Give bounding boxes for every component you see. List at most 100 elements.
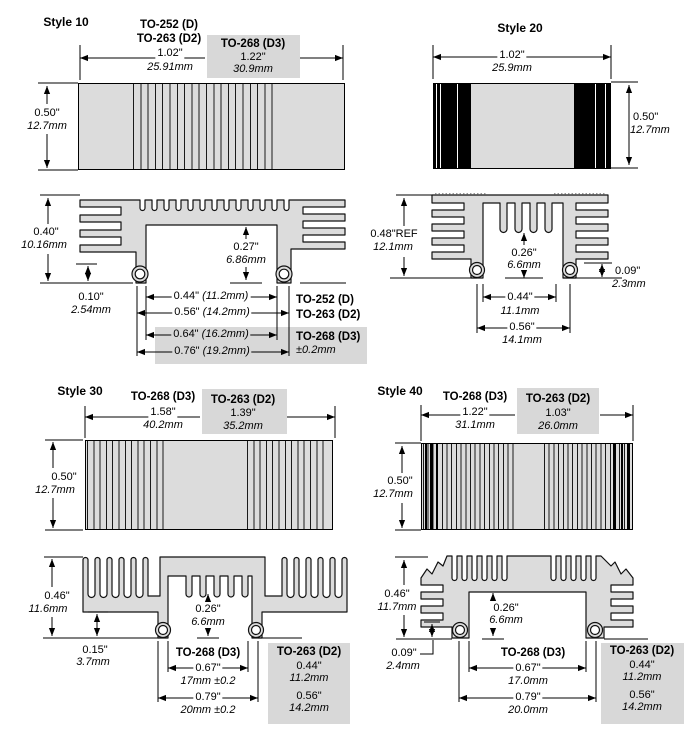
s10-front-pkga-label-1: TO-252 (D) [296, 294, 354, 306]
s10-dim1-mm: (11.2mm) [202, 290, 249, 302]
s20-left-black-band [434, 84, 471, 168]
s40-height-in: 0.50" [387, 475, 413, 487]
s10-front-height-mm: 10.16mm [21, 239, 67, 251]
s30-cavity-mm: 6.6mm [191, 616, 225, 628]
s40-top-view [421, 443, 633, 530]
s10-pkgb-highlight-box [207, 35, 300, 78]
s30-dim1-in: 0.67" [193, 662, 223, 675]
s30-front-pkga-label: TO-268 (D3) [175, 647, 241, 659]
s10-tab-in: 0.10" [78, 291, 104, 303]
s10-width-a-in: 1.02" [155, 47, 185, 60]
s30-title: Style 30 [57, 384, 103, 398]
s40-box-dim2-mm: 14.2mm [622, 701, 662, 713]
s10-profile-shape [79, 199, 346, 284]
s10-dim4-in: 0.76" [174, 345, 200, 357]
s40-pkga-label: TO-268 (D3) [442, 391, 508, 403]
s40-box-pkgb-label: TO-263 (D2) [609, 645, 675, 657]
s10-dim2-in: 0.56" [174, 306, 200, 318]
s30-dim1-mm: 17mm ±0.2 [180, 675, 236, 687]
s30-cavity-in: 0.26" [195, 603, 221, 615]
s40-tab-in: 0.09" [391, 647, 417, 659]
s10-dim-row-1: 0.44" (11.2mm) [171, 290, 251, 303]
s40-tab-mm: 2.4mm [386, 660, 420, 672]
s10-dim3-mm: (16.2mm) [201, 328, 249, 340]
s30-pkgb-label: TO-263 (D2) [210, 394, 276, 406]
s40-right-highlight-box [601, 643, 684, 724]
s30-width-a-mm: 40.2mm [143, 419, 183, 431]
s40-fin-lines-right [544, 444, 632, 529]
s40-dim1-in: 0.67" [513, 662, 543, 675]
s10-dim3-in: 0.64" [173, 328, 199, 340]
s30-height-mm: 12.7mm [35, 484, 75, 496]
s30-pkga-label: TO-268 (D3) [130, 391, 196, 403]
s10-dim-row-4: 0.76" (19.2mm) [172, 345, 252, 358]
s40-cavity-in: 0.26" [493, 602, 519, 614]
s40-title: Style 40 [377, 384, 423, 398]
s30-box-dim1-mm: 11.2mm [289, 672, 329, 684]
s10-cavity-mm: 6.86mm [226, 254, 266, 266]
s40-height-mm: 12.7mm [373, 488, 413, 500]
s40-front-pkga-label: TO-268 (D3) [500, 647, 566, 659]
s20-cavity-in: 0.26" [511, 247, 537, 259]
s40-box-dim1-in: 0.44" [629, 659, 655, 671]
s40-dim1-mm: 17.0mm [508, 675, 548, 687]
s20-dim1-mm: 11.1mm [500, 305, 540, 317]
s10-tab-mm: 2.54mm [71, 304, 111, 316]
s40-width-b-in: 1.03" [545, 407, 571, 419]
s40-thick-band-1 [425, 444, 427, 529]
s30-dim2-mm: 20mm ±0.2 [180, 704, 236, 716]
s30-right-highlight-box [268, 643, 350, 724]
s10-width-b-in: 1.22" [240, 51, 266, 63]
s40-thick-band-5 [621, 444, 623, 529]
s40-thick-band-6 [627, 444, 630, 529]
s20-front-height-mm: 12.1mm [373, 241, 413, 253]
s40-front-height-in: 0.46" [384, 588, 410, 600]
s20-width-in: 1.02" [497, 49, 527, 62]
s20-top-view [433, 83, 611, 169]
s10-cavity-in: 0.27" [233, 241, 259, 253]
s20-cavity-mm: 6.6mm [507, 259, 541, 271]
s10-dim-row-3: 0.64" (16.2mm) [171, 328, 251, 341]
s40-fin-lines-left [423, 444, 515, 529]
s30-tab-mm: 3.7mm [76, 656, 110, 668]
s10-top-view [78, 83, 345, 170]
s20-profile-shape [431, 194, 609, 279]
s40-width-b-mm: 26.0mm [538, 420, 578, 432]
s30-tab-in: 0.15" [82, 644, 108, 656]
s30-height-in: 0.50" [51, 471, 77, 483]
s30-front-height-mm: 11.6mm [28, 603, 68, 615]
s30-box-dim1-in: 0.44" [296, 660, 322, 672]
s10-width-a-mm: 25.91mm [147, 61, 193, 73]
s30-pkgb-highlight-box [202, 389, 287, 434]
s30-front-height-in: 0.46" [44, 590, 70, 602]
s10-pkga-label-2: TO-263 (D2) [136, 33, 202, 45]
s20-height-mm: 12.7mm [630, 124, 670, 136]
s20-dimension-lines [390, 45, 638, 333]
s30-width-b-in: 1.39" [230, 407, 256, 419]
s20-stub-mm: 2.3mm [612, 278, 646, 290]
s10-dim1-in: 0.44" [173, 290, 200, 302]
s40-thick-band-3 [436, 444, 438, 529]
s40-box-dim1-mm: 11.2mm [622, 671, 662, 683]
s30-fin-lines-right [247, 441, 329, 529]
s30-profile-shape [82, 556, 348, 639]
s10-pkgb-label: TO-268 (D3) [220, 38, 286, 50]
s40-box-dim2-in: 0.56" [629, 689, 655, 701]
s40-cavity-mm: 6.6mm [489, 614, 523, 626]
s40-front-height-mm: 11.7mm [377, 601, 417, 613]
s20-dim1-in: 0.44" [505, 291, 535, 304]
s10-front-pkga-label-2: TO-263 (D2) [296, 309, 361, 321]
s30-width-b-mm: 35.2mm [223, 420, 263, 432]
s20-title: Style 20 [497, 21, 543, 35]
s40-thick-band-2 [430, 444, 433, 529]
s10-height-in: 0.50" [34, 107, 60, 119]
s20-front-height-in: 0.48"REF [370, 228, 418, 240]
s40-pkgb-highlight-box [517, 388, 599, 434]
s10-width-b-mm: 30.9mm [233, 63, 273, 75]
s10-dim2-mm: (14.2mm) [202, 306, 250, 318]
s30-box-dim2-in: 0.56" [296, 690, 322, 702]
s40-dim2-in: 0.79" [513, 691, 543, 704]
s40-profile-shape [420, 555, 634, 639]
